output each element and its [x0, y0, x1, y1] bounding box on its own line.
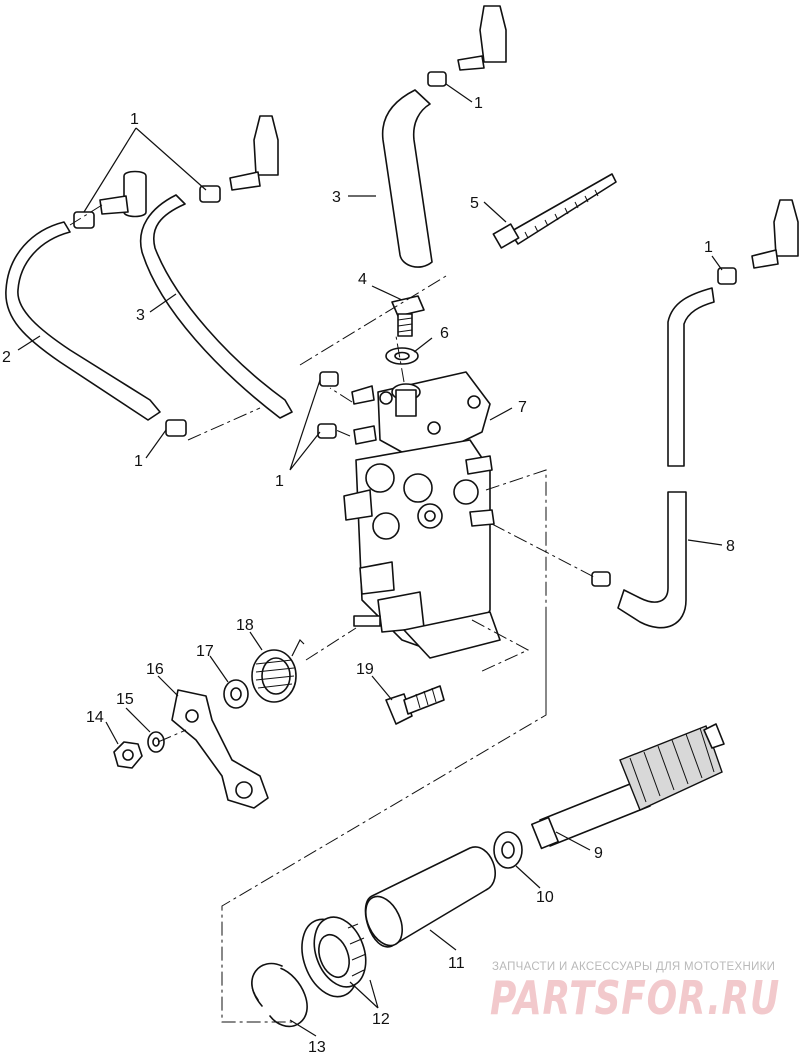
callout-16: 16	[146, 661, 164, 678]
callout-3: 3	[136, 307, 145, 324]
washer-15	[147, 731, 165, 753]
nut-14	[113, 741, 143, 769]
callout-3: 3	[332, 189, 341, 206]
callout-12: 12	[372, 1011, 390, 1028]
cable-tie-5	[492, 173, 617, 249]
washer-10	[493, 831, 523, 869]
oil-pump-7	[343, 371, 501, 659]
watermark-brand: PARTSFOR.RU	[490, 971, 780, 1025]
callout-14: 14	[86, 709, 104, 726]
circlip-13	[251, 962, 308, 1028]
callout-17: 17	[196, 643, 214, 660]
alignment-lines	[69, 204, 597, 1023]
callout-19: 19	[356, 661, 374, 678]
callout-5: 5	[470, 195, 479, 212]
callout-9: 9	[594, 845, 603, 862]
callout-10: 10	[536, 889, 554, 906]
callout-1: 1	[474, 95, 483, 112]
watermark-tagline: ЗАПЧАСТИ И АКСЕССУАРЫ ДЛЯ МОТОТЕХНИКИ	[492, 961, 775, 973]
hose-2	[5, 221, 161, 421]
hose-3-left	[139, 194, 293, 419]
callout-18: 18	[236, 617, 254, 634]
callout-2: 2	[2, 349, 11, 366]
callout-15: 15	[116, 691, 134, 708]
callout-leaders	[17, 83, 723, 1037]
callout-13: 13	[308, 1039, 326, 1054]
screw-4	[391, 295, 425, 337]
callout-11: 11	[448, 955, 465, 972]
lever-16	[171, 689, 269, 809]
drive-gear-shaft-9	[530, 723, 725, 850]
callout-8: 8	[726, 538, 735, 555]
callout-7: 7	[518, 399, 527, 416]
callout-1: 1	[275, 473, 284, 490]
watermark: ЗАПЧАСТИ И АКСЕССУАРЫ ДЛЯ МОТОТЕХНИКИ PA…	[490, 961, 780, 1025]
washer-17	[223, 679, 249, 709]
hose-3-top	[381, 89, 433, 268]
seal-12	[301, 916, 367, 998]
callout-1: 1	[704, 239, 713, 256]
hose-8	[617, 491, 687, 629]
washer-6	[385, 347, 419, 365]
bolt-19	[385, 685, 445, 725]
callout-4: 4	[358, 271, 367, 288]
callout-1: 1	[134, 453, 143, 470]
spring-18	[251, 638, 305, 703]
callout-1: 1	[130, 111, 139, 128]
fuel-connectors	[99, 5, 799, 269]
callout-numbers: 1 1 1 1 1 2 3 3 4 5 6 7 8 9 10 11 12 13 …	[2, 95, 735, 1054]
callout-6: 6	[440, 325, 449, 342]
hose-right-upper	[667, 287, 715, 467]
bushing-11	[364, 846, 496, 948]
hose-clamps	[73, 71, 737, 587]
